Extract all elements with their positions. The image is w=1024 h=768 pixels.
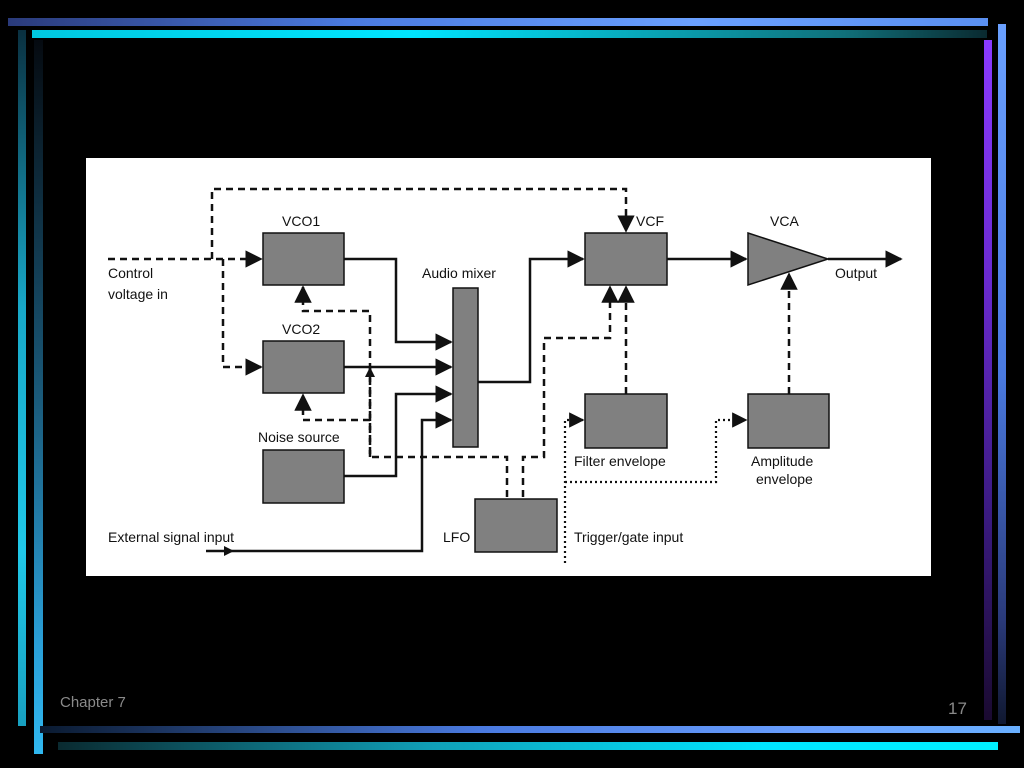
decorative-bar-bottom	[40, 726, 1020, 733]
lfo-to-vcf-line	[521, 285, 619, 497]
control-voltage-to-vcf-line	[210, 187, 635, 259]
vcf-block	[584, 232, 668, 286]
vca-amplifier	[747, 231, 831, 287]
trigger-gate-input-label: Trigger/gate input	[574, 529, 683, 545]
vco1-label: VCO1	[282, 213, 320, 229]
amplitude-envelope-label-line2: envelope	[756, 471, 813, 487]
filter-envelope-block	[584, 393, 668, 449]
vcf-label: VCF	[636, 213, 664, 229]
control-voltage-label-line2: voltage in	[108, 286, 168, 302]
noise-to-mixer-line	[344, 385, 453, 478]
control-voltage-to-vco2-line	[221, 259, 263, 376]
audio-mixer-label: Audio mixer	[422, 265, 496, 281]
vco2-mod-arrowhead	[365, 367, 375, 377]
decorative-bar-top	[8, 18, 988, 26]
external-to-mixer-line	[206, 411, 453, 553]
decorative-bar-left-inner	[34, 40, 43, 754]
noise-source-block	[262, 449, 345, 504]
chapter-footer: Chapter 7	[60, 694, 126, 711]
vca-label: VCA	[770, 213, 799, 229]
vco2-block	[262, 340, 345, 394]
control-voltage-label-line1: Control	[108, 265, 153, 281]
amplitude-envelope-block	[747, 393, 830, 449]
synthesizer-block-diagram: VCO1 VCO2 Noise source Audio mixer LFO V…	[86, 158, 931, 576]
external-input-arrowhead	[224, 546, 234, 556]
vco1-block	[262, 232, 345, 286]
trigger-to-amp-env-line	[565, 412, 748, 484]
decorative-bar-top-inner	[32, 30, 987, 38]
decorative-bar-bottom-inner	[58, 742, 998, 750]
lfo-label: LFO	[443, 529, 470, 545]
lfo-to-vco2-line	[294, 393, 370, 422]
lfo-block	[474, 498, 558, 553]
vco1-to-mixer-line	[344, 257, 453, 351]
noise-source-label: Noise source	[258, 429, 340, 445]
filter-envelope-label: Filter envelope	[574, 453, 666, 469]
audio-mixer-block	[452, 287, 479, 448]
amplitude-envelope-label-line1: Amplitude	[751, 453, 813, 469]
external-signal-input-label: External signal input	[108, 529, 234, 545]
diagram-svg: VCO1 VCO2 Noise source Audio mixer LFO V…	[108, 187, 903, 563]
trigger-gate-line	[563, 412, 585, 563]
decorative-bar-right	[998, 24, 1006, 724]
decorative-bar-left	[18, 30, 26, 726]
decorative-bar-right-inner	[984, 40, 992, 720]
vco2-label: VCO2	[282, 321, 320, 337]
mixer-to-vcf-line	[478, 250, 585, 384]
page-number: 17	[948, 699, 967, 718]
output-label: Output	[835, 265, 877, 281]
